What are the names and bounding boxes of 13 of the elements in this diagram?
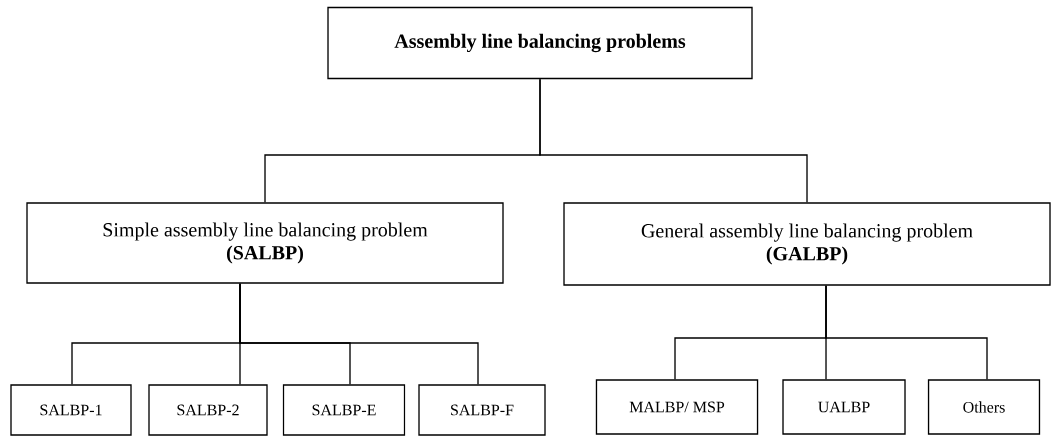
leaf-box: Others (927, 379, 1041, 435)
leaf-box: UALBP (782, 379, 906, 435)
category-box: General assembly line balancing problem (GALBP) (563, 202, 1051, 286)
leaf-box: SALBP-1 (10, 384, 132, 436)
connector-line (539, 78, 808, 203)
leaf-box: SALBP-F (418, 384, 546, 436)
connector-line (825, 285, 988, 380)
leaf-box: MALBP/ MSP (595, 379, 759, 435)
connector-line (239, 283, 479, 385)
category-box: Simple assembly line balancing problem (SALBP) (26, 202, 504, 284)
leaf-box: SALBP-2 (148, 384, 268, 436)
leaf-box: SALBP-E (282, 384, 406, 436)
title-box: Assembly line balancing problems (327, 6, 753, 80)
